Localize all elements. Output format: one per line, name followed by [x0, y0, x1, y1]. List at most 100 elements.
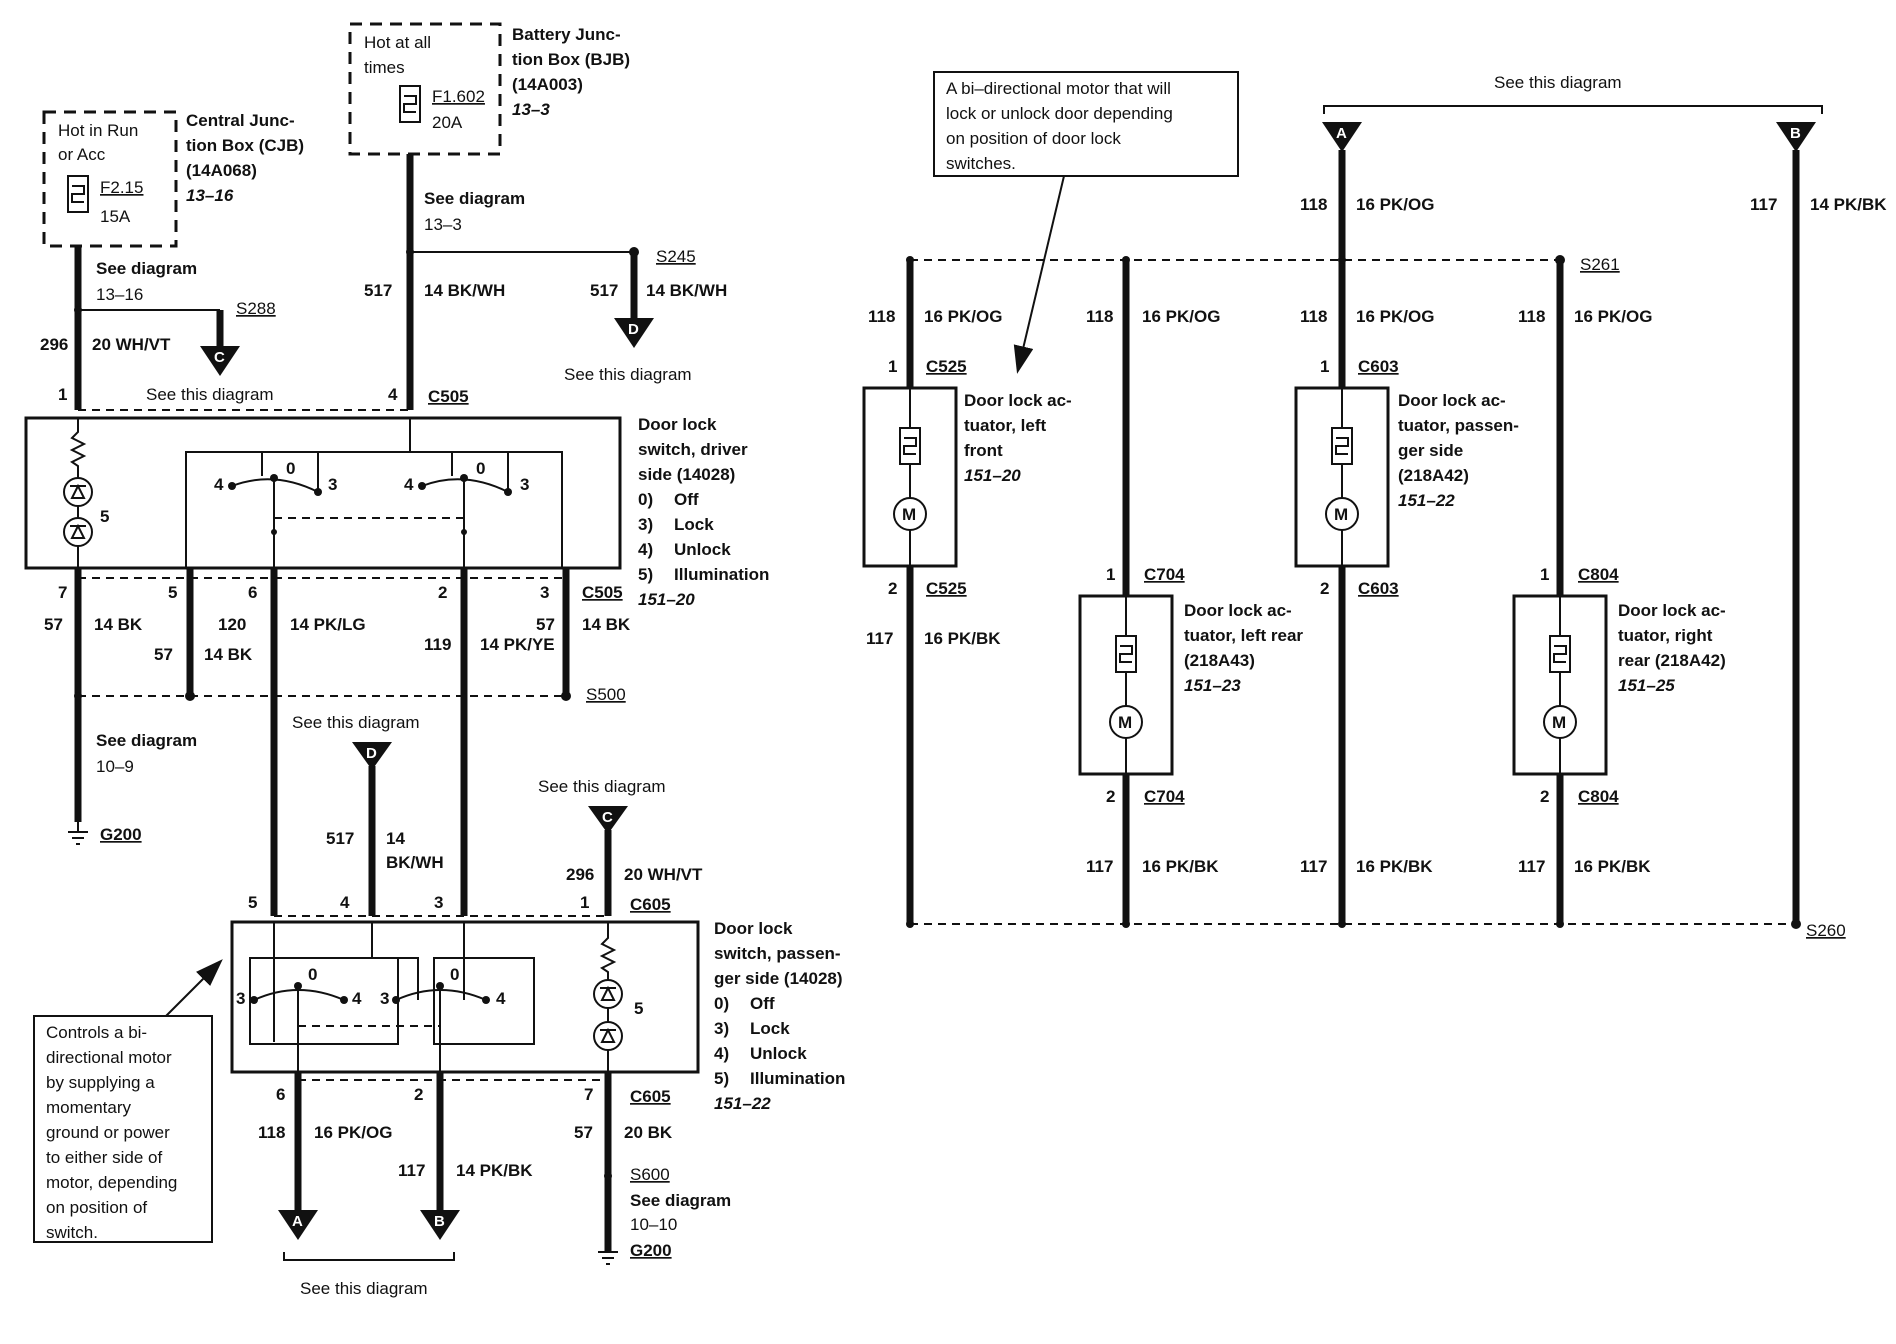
diagram-label: switch.	[46, 1223, 98, 1242]
diagram-label: 117	[398, 1161, 425, 1180]
diagram-label: tuator, passen-	[1398, 416, 1519, 435]
diagram-label: See diagram	[630, 1191, 731, 1210]
diagram-stroke	[604, 1172, 612, 1180]
diagram-label: 3)	[714, 1019, 729, 1038]
diagram-label: C605	[630, 895, 671, 914]
diagram-label: 2	[438, 583, 447, 602]
diagram-label: BK/WH	[386, 853, 444, 872]
diagram-label: 1	[888, 357, 897, 376]
diagram-label: C525	[926, 579, 967, 598]
diagram-label: Illumination	[750, 1069, 845, 1088]
diagram-label: 57	[574, 1123, 593, 1142]
ground-icon	[68, 831, 88, 845]
diagram-label: 3	[434, 893, 443, 912]
diagram-label: Controls a bi-	[46, 1023, 147, 1042]
diagram-label: tuator, left rear	[1184, 626, 1303, 645]
diagram-stroke	[1013, 175, 1065, 374]
ground-icon	[598, 1251, 618, 1265]
diagram-label: 16 PK/OG	[1574, 307, 1652, 326]
diagram-label: G200	[630, 1241, 672, 1260]
diagram-label: Hot at all	[364, 33, 431, 52]
diagram-label: 16 PK/OG	[1356, 195, 1434, 214]
diagram-label: 20 BK	[624, 1123, 673, 1142]
diagram-label: C804	[1578, 787, 1619, 806]
diagram-label: 2	[1106, 787, 1115, 806]
diagram-label: 3	[520, 475, 529, 494]
diagram-label: 296	[566, 865, 594, 884]
diagram-label: F1.602	[432, 87, 485, 106]
switch-note: Controls a bi- directional motor by supp…	[33, 1015, 213, 1243]
diagram-label: 16 PK/BK	[1574, 857, 1651, 876]
diagram-label: S600	[630, 1165, 670, 1184]
diagram-label: M	[902, 505, 916, 524]
diagram-label: 2	[888, 579, 897, 598]
diagram-label: 0	[308, 965, 317, 984]
diagram-label: 14 PK/YE	[480, 635, 555, 654]
diagram-label: 118	[1300, 195, 1327, 214]
diagram-label: 3)	[638, 515, 653, 534]
diagram-label: 118	[868, 307, 895, 326]
diagram-label: C704	[1144, 565, 1185, 584]
diagram-label: times	[364, 58, 405, 77]
diagram-label: 517	[364, 281, 392, 300]
diagram-label: 2	[414, 1085, 423, 1104]
diagram-label: C605	[630, 1087, 671, 1106]
diagram-label: C	[602, 809, 613, 826]
diagram-label: 151–22	[714, 1094, 771, 1113]
diagram-label: 4	[404, 475, 414, 494]
diagram-stroke	[403, 95, 417, 113]
diagram-label: See diagram	[96, 731, 197, 750]
diagram-label: 10–10	[630, 1215, 677, 1234]
diagram-label: switch, passen-	[714, 944, 841, 963]
diagram-label: 20 WH/VT	[92, 335, 171, 354]
diagram-label: 14 BK	[582, 615, 631, 634]
diagram-stroke	[599, 922, 617, 980]
diagram-stroke	[33, 1015, 213, 1243]
diagram-label: Door lock ac-	[964, 391, 1072, 410]
diagram-label: front	[964, 441, 1003, 460]
diagram-label: 20A	[432, 113, 463, 132]
diagram-stroke	[1553, 645, 1567, 663]
diagram-label: directional motor	[46, 1048, 172, 1067]
diagram-label: 4)	[638, 540, 653, 559]
diagram-label: C804	[1578, 565, 1619, 584]
diagram-label: 4	[496, 989, 506, 1008]
diagram-label: D	[366, 745, 377, 762]
offpage-connector-a	[278, 1210, 318, 1240]
diagram-label: Door lock	[638, 415, 717, 434]
diagram-label: 118	[1300, 307, 1327, 326]
diagram-stroke	[70, 523, 86, 539]
offpage-connector-d	[614, 318, 654, 348]
diagram-label: 0)	[714, 994, 729, 1013]
diagram-label: 57	[44, 615, 63, 634]
diagram-label: Off	[674, 490, 699, 509]
diagram-label: F2.15	[100, 178, 143, 197]
diagram-label: on position of door lock	[946, 129, 1121, 148]
offpage-connector-b	[1776, 122, 1816, 152]
diagram-label: 5	[168, 583, 177, 602]
offpage-connector-d	[352, 742, 392, 770]
diagram-label: 4)	[714, 1044, 729, 1063]
diagram-label: See this diagram	[292, 713, 420, 732]
diagram-label: 6	[276, 1085, 285, 1104]
diagram-label: 151–25	[1618, 676, 1675, 695]
diagram-stroke	[561, 691, 571, 701]
diagram-stroke	[461, 529, 467, 535]
diagram-label: 15A	[100, 207, 131, 226]
diagram-label: C525	[926, 357, 967, 376]
diagram-label: M	[1552, 713, 1566, 732]
offpage-connector-c	[200, 346, 240, 376]
diagram-label: Door lock ac-	[1618, 601, 1726, 620]
driver-door-lock-switch: 5 4 0 3 4 0 3	[24, 416, 622, 570]
diagram-label: A bi–directional motor that will	[946, 79, 1171, 98]
diagram-label: 57	[154, 645, 173, 664]
diagram-label: 3	[380, 989, 389, 1008]
diagram-label: C603	[1358, 357, 1399, 376]
diagram-label: M	[1334, 505, 1348, 524]
diagram-label: 16 PK/OG	[924, 307, 1002, 326]
diagram-label: (218A43)	[1184, 651, 1255, 670]
passenger-door-lock-switch: 3 0 4 3 0 4 5	[230, 920, 700, 1074]
diagram-label: 517	[590, 281, 618, 300]
diagram-label: C505	[582, 583, 623, 602]
